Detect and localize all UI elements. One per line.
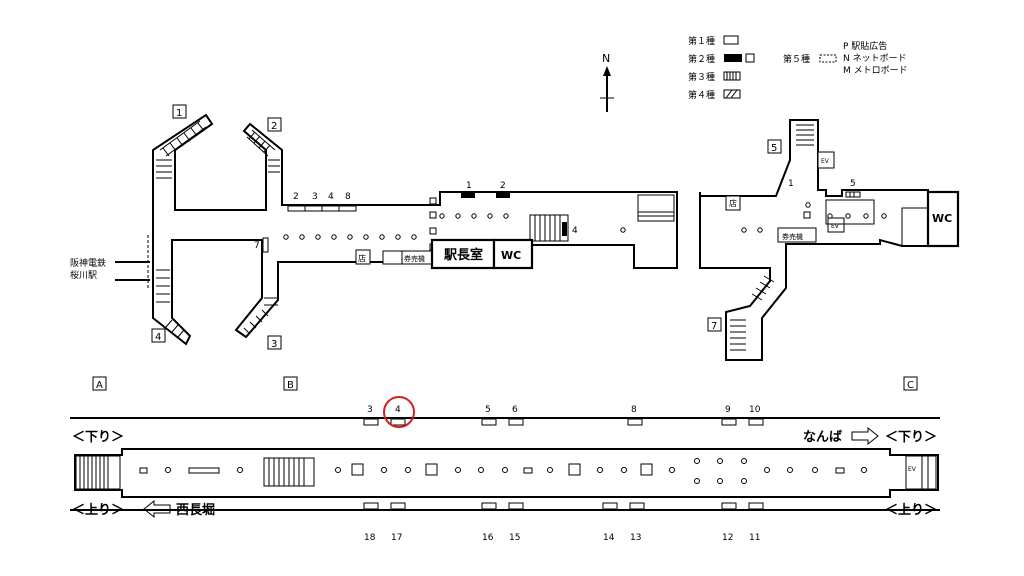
platform-ad-number: 16 xyxy=(482,533,494,543)
legend-n: N ネットボード xyxy=(843,53,907,64)
platform-ad-number: 6 xyxy=(512,405,518,415)
exit-4-stairs xyxy=(156,269,185,338)
exit-5-label: 5 xyxy=(771,143,777,154)
exit-1-stairs xyxy=(156,120,207,179)
upbound-left: ＜上り＞ xyxy=(72,503,124,518)
legend-type5: 第５種 xyxy=(783,53,810,65)
platform-ad-number: 5 xyxy=(485,405,491,415)
exit-3-stairs xyxy=(243,297,278,335)
downbound-right: ＜下り＞ xyxy=(885,430,937,445)
platform-ad-number: 13 xyxy=(630,533,641,543)
north-label: N xyxy=(602,52,610,65)
upbound-right: ＜上り＞ xyxy=(885,503,937,518)
ad-number-4: 4 xyxy=(572,226,578,236)
wc-label-right: WC xyxy=(932,212,952,225)
exit-4-label: 4 xyxy=(155,332,161,343)
platform-ad-number: 9 xyxy=(725,405,731,415)
ad-number: 4 xyxy=(328,192,334,202)
platform-ad-number: 15 xyxy=(509,533,520,543)
to-namba-label: なんば xyxy=(803,430,842,445)
north-arrow-icon: N xyxy=(600,52,614,112)
ad-number: 2 xyxy=(293,192,299,202)
shop-label-right: 店 xyxy=(729,198,737,208)
wc-label-left: WC xyxy=(501,249,521,262)
platform-ad-number: 8 xyxy=(631,405,637,415)
platform-ad-number: 3 xyxy=(367,405,373,415)
exit-3-label: 3 xyxy=(271,339,277,350)
ad-number: 8 xyxy=(345,192,351,202)
exit-2-label: 2 xyxy=(271,121,277,132)
shop-label: 店 xyxy=(358,253,366,263)
platform-ad-number: 11 xyxy=(749,533,760,543)
zone-b-label: B xyxy=(287,380,294,391)
concourse-right: 店 券売機 WC EV EV 1 5 5 7 xyxy=(699,119,960,361)
ad-number-7: 7 xyxy=(254,241,260,251)
exit-2-stairs xyxy=(246,129,280,173)
connection-line2: 桜川駅 xyxy=(70,269,97,281)
platform-ad-number: 14 xyxy=(603,533,615,543)
concourse-left: 阪神電鉄 桜川駅 1 2 3 4 2 3 4 8 7 1 2 xyxy=(70,104,678,350)
ev-label-platform: EV xyxy=(908,466,917,473)
ad-number: 3 xyxy=(312,192,318,202)
connection-line1: 阪神電鉄 xyxy=(70,257,106,269)
ad-number-5-right: 5 xyxy=(850,179,856,189)
arrow-left-icon xyxy=(143,499,171,519)
legend: 第１種 第２種 第３種 第４種 第５種 P 駅貼広告 N ネットボード M メト… xyxy=(688,35,908,101)
platform-ad-number: 17 xyxy=(391,533,402,543)
highlight-circle xyxy=(383,396,415,428)
legend-type2: 第２種 xyxy=(688,53,715,65)
to-nishinagahori-label: 西長堀 xyxy=(176,503,215,518)
ad-number-2: 2 xyxy=(500,181,506,191)
platform-ad-number: 18 xyxy=(364,533,376,543)
zone-a-label: A xyxy=(96,380,103,391)
exit-7-label: 7 xyxy=(711,321,717,332)
ad-number-1-right: 1 xyxy=(788,179,794,189)
platform: A B C 3 4 5 6 8 9 10 18 17 16 15 14 13 1… xyxy=(70,376,940,543)
ticket-machine-label: 券売機 xyxy=(404,254,425,263)
legend-type1: 第１種 xyxy=(688,35,715,47)
ad-number-1: 1 xyxy=(466,181,472,191)
platform-ad-number-highlighted: 4 xyxy=(395,405,401,415)
exit-1-label: 1 xyxy=(176,108,182,119)
downbound-left: ＜下り＞ xyxy=(72,430,124,445)
ticket-machine-label-right: 券売機 xyxy=(782,232,803,241)
ev-label-concourse-2: EV xyxy=(831,223,840,230)
legend-type3: 第３種 xyxy=(688,71,715,83)
arrow-right-icon xyxy=(851,426,879,446)
legend-m: M メトロボード xyxy=(843,65,908,76)
platform-ad-number: 10 xyxy=(749,405,761,415)
ev-label-concourse: EV xyxy=(821,158,830,165)
legend-p: P 駅貼広告 xyxy=(843,40,887,52)
station-office-label: 駅長室 xyxy=(443,247,483,263)
zone-c-label: C xyxy=(907,380,914,391)
pillars xyxy=(283,213,626,240)
legend-type4: 第４種 xyxy=(688,89,715,101)
platform-ad-number: 12 xyxy=(722,533,733,543)
